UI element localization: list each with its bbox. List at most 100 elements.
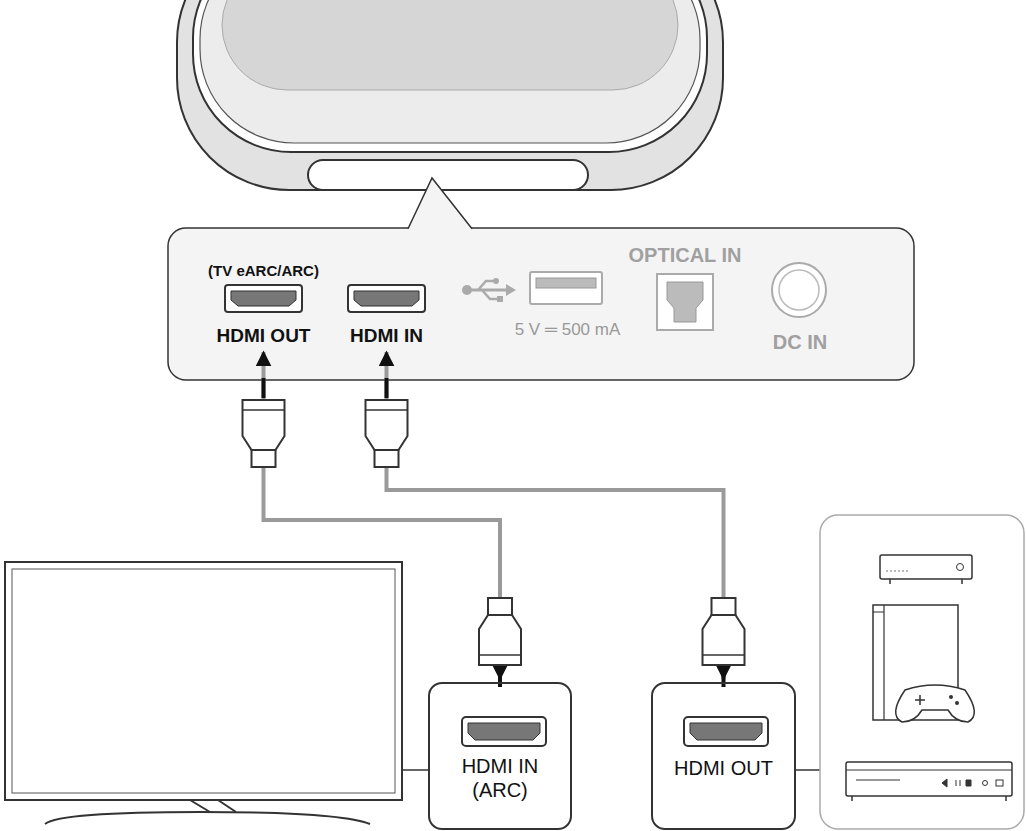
source-devices-part bbox=[983, 781, 988, 786]
source-devices-part bbox=[880, 555, 972, 579]
usb-port-part bbox=[530, 272, 602, 304]
hdmi-plug-part bbox=[243, 409, 285, 411]
hdmi-plug-part bbox=[479, 654, 521, 656]
tv-part bbox=[45, 812, 370, 824]
port-note: (TV eARC/ARC) bbox=[208, 262, 319, 280]
source-devices-part bbox=[820, 515, 1024, 829]
port-box: HDMI OUT bbox=[651, 682, 796, 830]
hdmi-plug bbox=[366, 378, 408, 467]
source-devices-part bbox=[955, 701, 959, 705]
port-box: HDMI IN (ARC) bbox=[428, 682, 572, 830]
usb-port-part bbox=[482, 290, 497, 299]
hdmi-plug-part bbox=[262, 378, 266, 398]
hdmi-plug-part bbox=[366, 400, 408, 450]
soundbar-part bbox=[308, 160, 588, 190]
soundbar bbox=[177, 0, 723, 190]
source-devices-part bbox=[846, 770, 1012, 780]
source-devices-part bbox=[896, 685, 975, 722]
port-label: 5 V ═ 500 mA bbox=[515, 320, 621, 340]
usb-port-part bbox=[493, 278, 499, 284]
usb-port-part bbox=[467, 289, 508, 292]
hdmi-plug bbox=[243, 378, 285, 467]
port-label-group: (TV eARC/ARC) HDMI OUT bbox=[192, 262, 335, 348]
source-devices-part bbox=[942, 779, 971, 787]
hdmi-plug-part bbox=[385, 378, 389, 398]
source-devices-part bbox=[846, 762, 1012, 796]
source-devices-part bbox=[890, 579, 962, 584]
dc-jack bbox=[772, 263, 826, 317]
source-devices-part bbox=[886, 571, 908, 572]
optical-port bbox=[657, 274, 713, 330]
usb-port-part bbox=[497, 296, 503, 302]
source-devices-part bbox=[873, 605, 884, 720]
optical-port-part bbox=[657, 274, 713, 330]
hdmi-plug-part bbox=[375, 450, 399, 467]
source-hdmi-port-part bbox=[796, 769, 820, 771]
hdmi-plug-part bbox=[498, 667, 502, 687]
hdmi-port-part bbox=[348, 285, 425, 312]
hdmi-plug-part bbox=[703, 615, 745, 665]
port-label-group: 5 V ═ 500 mA bbox=[505, 270, 630, 340]
port-panel-part bbox=[168, 228, 914, 380]
hdmi-plug-part bbox=[252, 450, 276, 467]
dc-jack-part bbox=[772, 263, 826, 317]
hdmi-port-part bbox=[354, 291, 419, 306]
usb-port-part bbox=[536, 278, 596, 288]
tv-hdmi-port bbox=[462, 717, 546, 746]
source-devices-part bbox=[996, 780, 1003, 786]
port-label: DC IN bbox=[773, 330, 827, 354]
hdmi-plug bbox=[703, 598, 745, 687]
tv-part bbox=[402, 769, 428, 771]
port-panel bbox=[168, 178, 914, 380]
port-label: HDMI OUT bbox=[217, 325, 311, 348]
hdmi-cable bbox=[387, 352, 724, 679]
hdmi-port-part bbox=[225, 285, 302, 312]
tv-part bbox=[12, 569, 395, 793]
source-devices bbox=[820, 515, 1024, 829]
port-panel-part bbox=[408, 178, 472, 229]
optical-port-part bbox=[667, 282, 703, 322]
usb-port bbox=[462, 272, 602, 304]
soundbar-part bbox=[177, 0, 723, 190]
soundbar-part bbox=[222, 0, 678, 90]
hdmi-plug-part bbox=[488, 598, 512, 615]
hdmi-plug bbox=[479, 598, 521, 687]
source-hdmi-port-part bbox=[684, 717, 768, 746]
hdmi-plug-part bbox=[479, 615, 521, 665]
hdmi-port bbox=[225, 285, 425, 312]
dc-jack-part bbox=[779, 270, 819, 310]
port-label: HDMI IN bbox=[350, 325, 423, 348]
source-devices-part bbox=[852, 796, 1006, 801]
source-devices-part bbox=[949, 695, 953, 699]
soundbar-part bbox=[193, 0, 707, 152]
source-devices-part bbox=[957, 564, 964, 571]
usb-port-part bbox=[506, 284, 516, 296]
source-hdmi-port-part bbox=[690, 723, 762, 740]
hdmi-plug-part bbox=[712, 598, 736, 615]
tv-part bbox=[5, 562, 402, 800]
port-label-group: OPTICAL IN bbox=[612, 243, 758, 332]
port-label-group: HDMI IN bbox=[338, 283, 435, 348]
hdmi-cable bbox=[264, 352, 501, 679]
hdmi-plug-part bbox=[366, 409, 408, 411]
port-label: OPTICAL IN bbox=[629, 243, 742, 267]
hdmi-port-part bbox=[231, 291, 296, 306]
tv-hdmi-port-part bbox=[468, 723, 540, 740]
usb-port-part bbox=[478, 281, 494, 290]
tv-part bbox=[190, 800, 236, 812]
soundbar-part bbox=[200, 0, 700, 143]
hdmi-plug-part bbox=[243, 400, 285, 450]
port-panel-part bbox=[408, 178, 472, 229]
tv bbox=[5, 562, 428, 824]
port-label-group: DC IN bbox=[760, 262, 840, 354]
hdmi-plug-part bbox=[703, 654, 745, 656]
port-label: HDMI OUT bbox=[674, 756, 773, 780]
tv-hdmi-port-part bbox=[462, 717, 546, 746]
source-devices-part bbox=[915, 695, 925, 705]
port-label: HDMI IN (ARC) bbox=[444, 754, 556, 802]
hdmi-plug-part bbox=[722, 667, 726, 687]
